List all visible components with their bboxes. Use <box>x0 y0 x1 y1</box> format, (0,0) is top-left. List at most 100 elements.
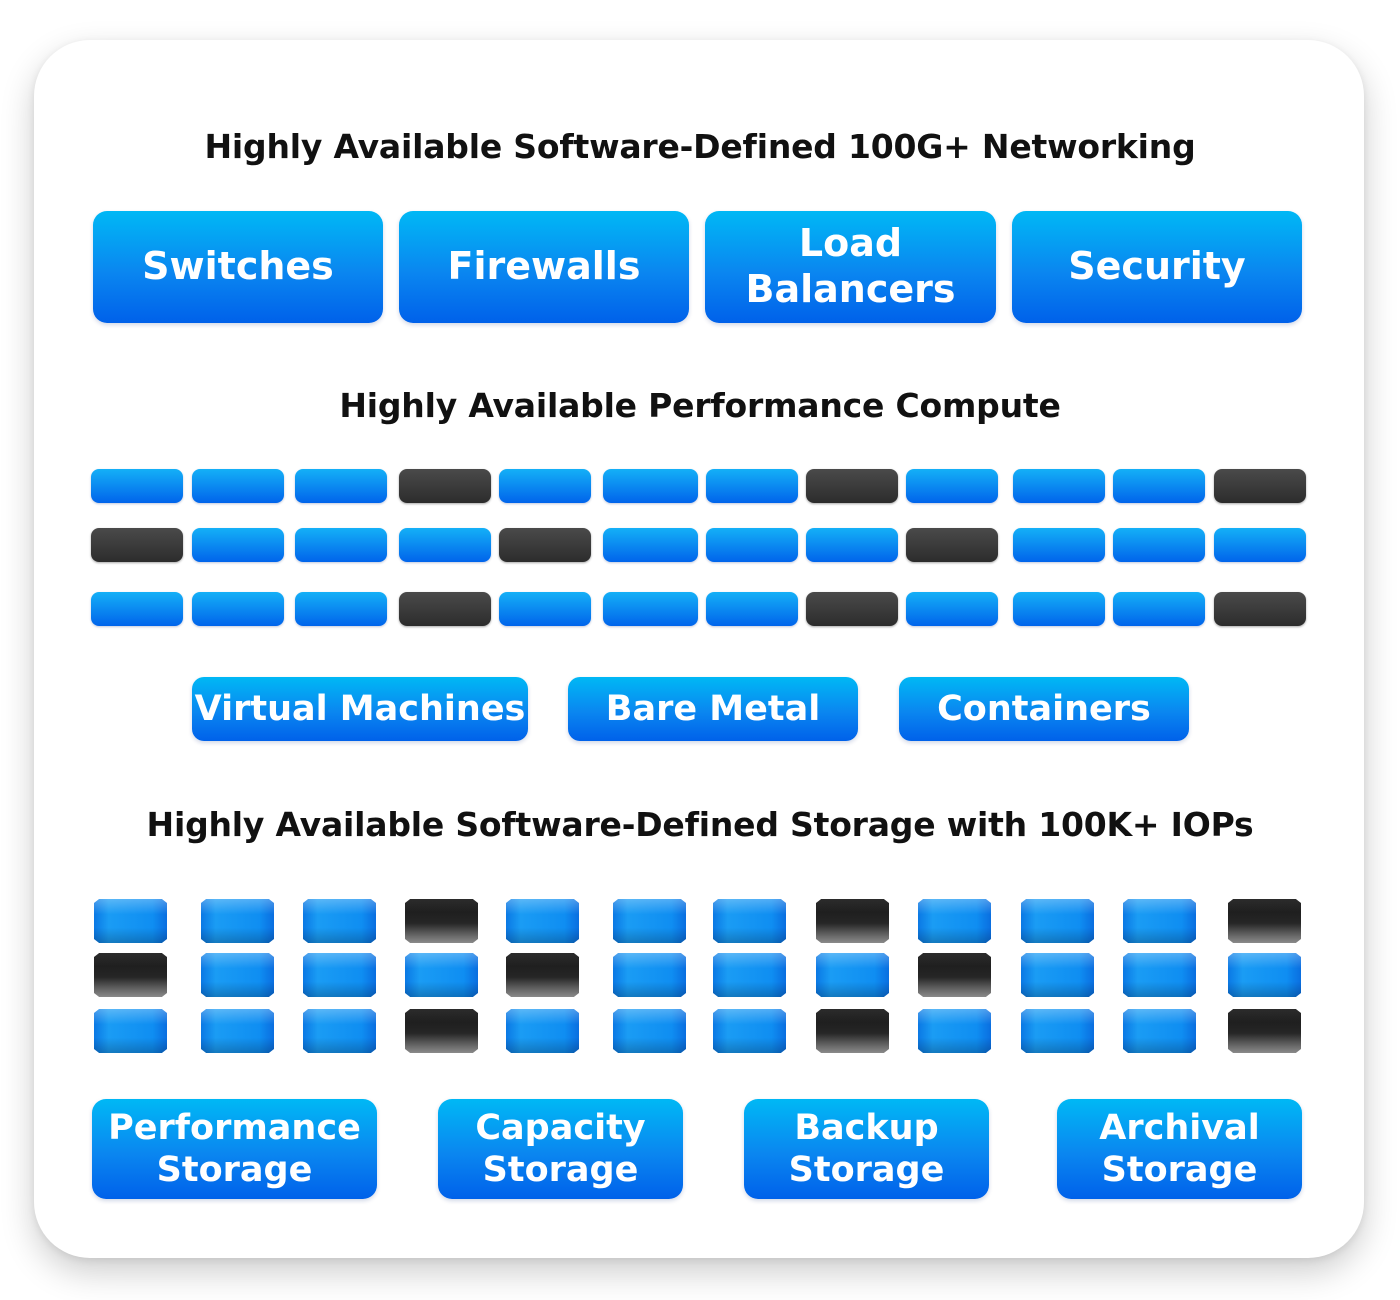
storage-disk <box>713 1009 786 1053</box>
button-label-line: Storage <box>788 1150 945 1190</box>
server-rack <box>1013 469 1105 503</box>
storage-disk <box>1123 1009 1196 1053</box>
storage-disk <box>94 1009 167 1053</box>
server-rack <box>1113 592 1205 626</box>
server-rack <box>1013 528 1105 562</box>
bare-metal-button[interactable]: Bare Metal <box>568 677 858 741</box>
server-rack <box>1113 469 1205 503</box>
button-label-line: Firewalls <box>447 244 641 289</box>
storage-disk <box>918 899 991 943</box>
server-rack-dark <box>806 469 898 503</box>
virtual-machines-button[interactable]: Virtual Machines <box>192 677 528 741</box>
server-rack <box>706 528 798 562</box>
storage-disk <box>613 953 686 997</box>
button-label-line: Archival <box>1099 1108 1260 1148</box>
storage-disk <box>613 899 686 943</box>
switches-button[interactable]: Switches <box>93 211 383 323</box>
storage-disk <box>506 1009 579 1053</box>
button-label-line: Performance <box>108 1108 361 1148</box>
server-rack <box>192 528 284 562</box>
server-rack <box>603 592 698 626</box>
storage-disk <box>506 899 579 943</box>
server-rack <box>91 592 183 626</box>
server-rack-dark <box>399 592 491 626</box>
button-label-line: Containers <box>937 689 1151 729</box>
button-label-line: Switches <box>142 244 334 289</box>
storage-disk-dark <box>918 953 991 997</box>
server-rack <box>399 528 491 562</box>
button-label-line: Bare Metal <box>605 689 821 729</box>
server-rack <box>499 469 591 503</box>
storage-disk <box>201 1009 274 1053</box>
storage-disk <box>713 953 786 997</box>
server-rack <box>1113 528 1205 562</box>
button-label-line: Storage <box>156 1150 313 1190</box>
storage-disk <box>303 953 376 997</box>
storage-disk-dark <box>816 1009 889 1053</box>
networking-heading: Highly Available Software-Defined 100G+ … <box>204 127 1196 166</box>
button-label-line: Backup <box>794 1108 939 1148</box>
storage-disk-dark <box>816 899 889 943</box>
server-rack <box>906 469 998 503</box>
button-label-line: Balancers <box>745 267 956 311</box>
button-label-line: Load <box>798 221 903 266</box>
storage-disk <box>201 953 274 997</box>
server-rack <box>603 469 698 503</box>
storage-disk <box>1021 899 1094 943</box>
storage-disk-dark <box>94 953 167 997</box>
security-button[interactable]: Security <box>1012 211 1302 323</box>
storage-disk <box>1123 953 1196 997</box>
server-rack <box>906 592 998 626</box>
storage-disk <box>1123 899 1196 943</box>
storage-disk <box>816 953 889 997</box>
storage-disk <box>1021 953 1094 997</box>
storage-disk <box>303 899 376 943</box>
storage-disk-dark <box>1228 899 1301 943</box>
storage-disk <box>405 953 478 997</box>
server-rack <box>295 469 387 503</box>
server-rack <box>603 528 698 562</box>
server-rack <box>806 528 898 562</box>
button-label-line: Storage <box>1101 1150 1258 1190</box>
containers-button[interactable]: Containers <box>899 677 1189 741</box>
storage-disk-dark <box>405 1009 478 1053</box>
button-label-line: Virtual Machines <box>194 689 526 729</box>
button-label-line: Capacity <box>475 1108 646 1148</box>
storage-heading: Highly Available Software-Defined Storag… <box>146 805 1254 844</box>
storage-disk <box>613 1009 686 1053</box>
server-rack <box>295 592 387 626</box>
server-rack <box>91 469 183 503</box>
server-rack <box>1013 592 1105 626</box>
server-rack <box>192 469 284 503</box>
storage-disk <box>1021 1009 1094 1053</box>
server-rack <box>706 469 798 503</box>
server-rack <box>706 592 798 626</box>
server-rack-dark <box>499 528 591 562</box>
storage-disk <box>1228 953 1301 997</box>
server-rack <box>192 592 284 626</box>
compute-heading: Highly Available Performance Compute <box>339 386 1061 425</box>
server-rack-dark <box>1214 469 1306 503</box>
firewalls-button[interactable]: Firewalls <box>399 211 689 323</box>
button-label-line: Storage <box>482 1150 639 1190</box>
server-rack-dark <box>906 528 998 562</box>
storage-disk <box>713 899 786 943</box>
storage-disk-dark <box>1228 1009 1301 1053</box>
server-rack-dark <box>399 469 491 503</box>
server-rack <box>1214 528 1306 562</box>
storage-disk <box>94 899 167 943</box>
button-label-line: Security <box>1068 244 1246 289</box>
server-rack-dark <box>1214 592 1306 626</box>
server-rack <box>295 528 387 562</box>
server-rack-dark <box>91 528 183 562</box>
storage-disk <box>201 899 274 943</box>
storage-disk-dark <box>506 953 579 997</box>
server-rack <box>499 592 591 626</box>
storage-disk-dark <box>405 899 478 943</box>
storage-disk <box>918 1009 991 1053</box>
